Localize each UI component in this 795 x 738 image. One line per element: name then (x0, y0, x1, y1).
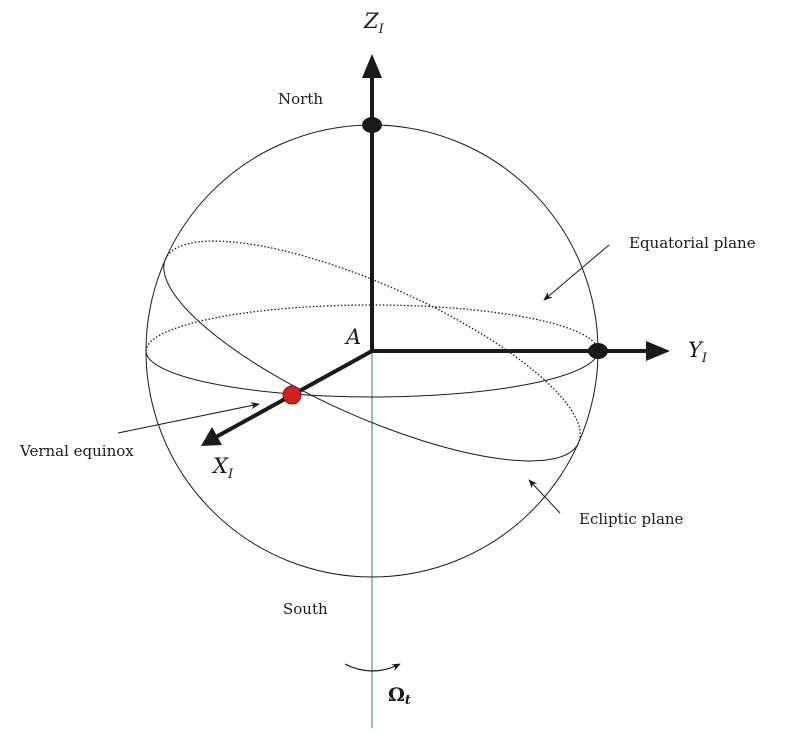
vernal-equinox-pointer (117, 402, 260, 434)
ecliptic-plane-pointer (528, 479, 561, 514)
equatorial-plane-front (145, 350, 599, 398)
north-pole-point (362, 117, 382, 133)
north-label: North (278, 90, 323, 108)
x-axis-label: XI (211, 454, 234, 482)
vernal-equinox-label: Vernal equinox (19, 442, 134, 460)
y-axis-arrowhead (646, 341, 670, 361)
equatorial-plane-pointer (543, 244, 610, 301)
y-axis-label: YI (688, 338, 708, 366)
y-axis-letter: Y (688, 338, 704, 362)
rotation-symbol: Ω (388, 684, 405, 706)
x-axis-subscript: I (227, 467, 234, 482)
origin-label: A (344, 325, 361, 349)
vernal-equinox-point (282, 385, 302, 405)
z-axis-arrowhead (362, 54, 382, 78)
y-axis-subscript: I (701, 351, 708, 366)
south-label: South (283, 600, 328, 618)
x-axis-letter: X (211, 454, 229, 478)
rotation-subscript: t (405, 693, 411, 708)
y-axis-intersection-point (588, 343, 608, 359)
z-axis-label: ZI (363, 9, 385, 37)
ecliptic-plane-label: Ecliptic plane (579, 510, 684, 528)
rotation-arrow-icon (344, 663, 401, 672)
x-axis-arrowhead (201, 427, 222, 446)
ecliptic-plane-front (163, 258, 579, 462)
z-axis-subscript: I (378, 22, 385, 37)
equatorial-plane-back (145, 304, 599, 352)
rotation-label: Ωt (388, 684, 411, 708)
equatorial-plane-label: Equatorial plane (629, 234, 756, 252)
ecliptic-plane-back (164, 240, 581, 444)
z-axis-letter: Z (363, 9, 379, 33)
